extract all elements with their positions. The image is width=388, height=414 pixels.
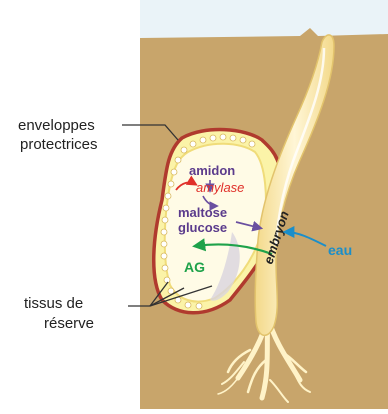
tissue-label-line2: réserve bbox=[44, 315, 94, 332]
amidon-label: amidon bbox=[189, 163, 235, 178]
ag-label: AG bbox=[184, 259, 205, 275]
glucose-label: glucose bbox=[178, 220, 227, 235]
tissue-label-line1: tissus de bbox=[24, 295, 83, 312]
envelope-label-line2: protectrices bbox=[20, 136, 98, 153]
envelope-label-line1: enveloppes bbox=[18, 117, 95, 134]
eau-label: eau bbox=[328, 242, 352, 258]
maltose-label: maltose bbox=[178, 205, 227, 220]
amylase-label: amylase bbox=[196, 180, 244, 195]
sky bbox=[140, 0, 388, 38]
